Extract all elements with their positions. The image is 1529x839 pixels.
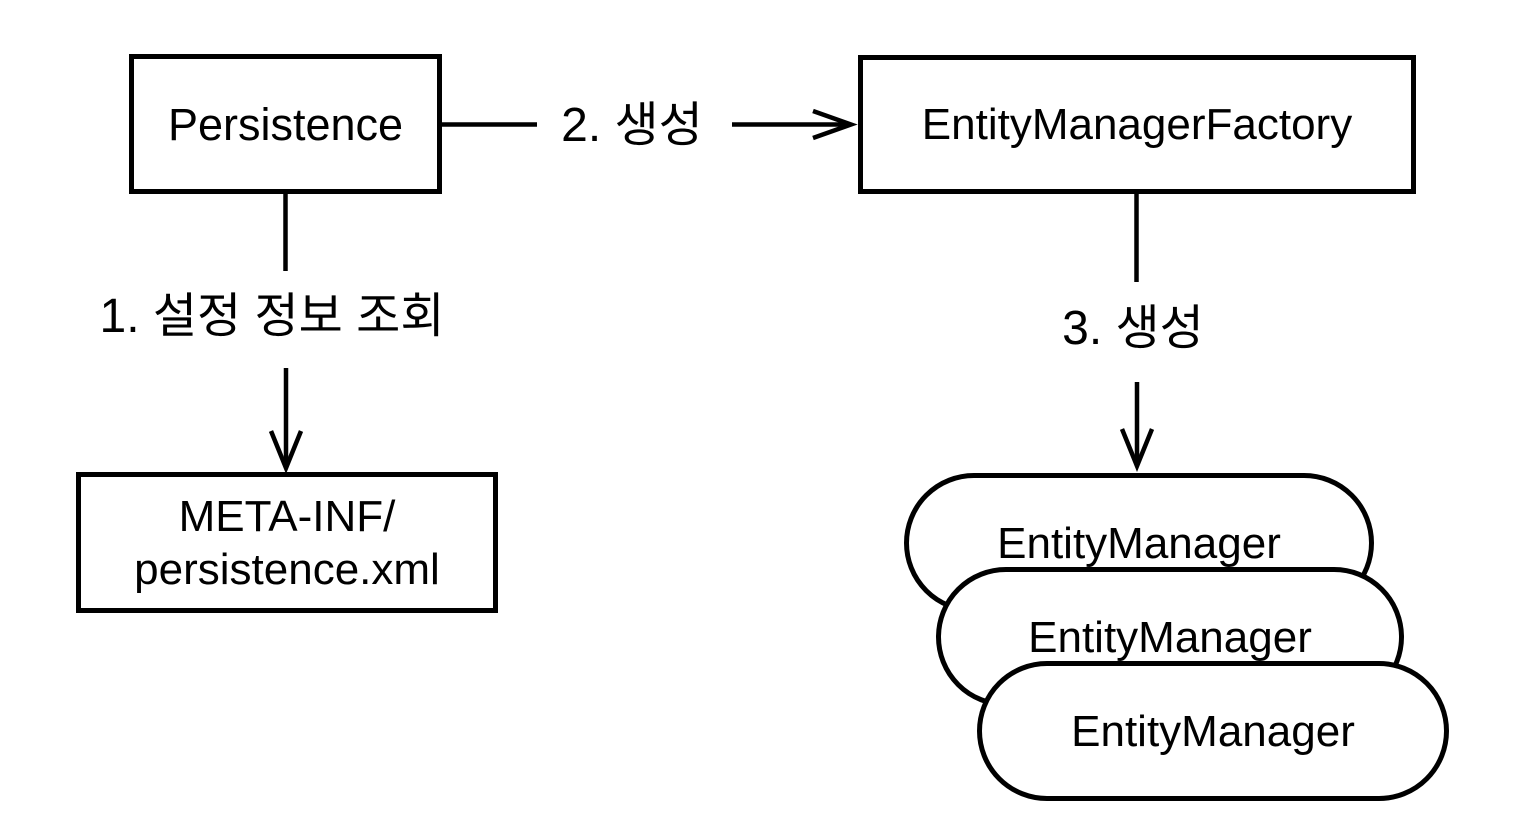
meta-inf-persistence-xml-node-label: META-INF/persistence.xml xyxy=(134,490,440,596)
entity-manager-node-1-label: EntityManager xyxy=(997,518,1281,568)
step2-arrowhead-icon xyxy=(812,108,858,141)
step3-arrowhead-icon xyxy=(1119,428,1155,472)
step3-edge-label: 3. 생성 xyxy=(1062,302,1204,355)
meta-inf-line2: persistence.xml xyxy=(134,544,440,594)
entity-manager-node-3-label: EntityManager xyxy=(1071,706,1355,756)
step1-arrowhead-icon xyxy=(268,430,304,474)
meta-inf-line1: META-INF/ xyxy=(178,491,396,541)
entity-manager-node-2-label: EntityManager xyxy=(1028,612,1312,662)
step2-edge-label: 2. 생성 xyxy=(561,99,703,152)
persistence-node-label: Persistence xyxy=(167,98,404,150)
persistence-node: Persistence xyxy=(129,54,442,194)
entity-manager-factory-node-label: EntityManagerFactory xyxy=(921,100,1353,149)
entity-manager-node-3: EntityManager xyxy=(977,661,1449,801)
entity-manager-factory-node: EntityManagerFactory xyxy=(858,55,1416,194)
meta-inf-persistence-xml-node: META-INF/persistence.xml xyxy=(76,472,498,613)
step1-edge-label: 1. 설정 정보 조회 xyxy=(99,290,445,343)
